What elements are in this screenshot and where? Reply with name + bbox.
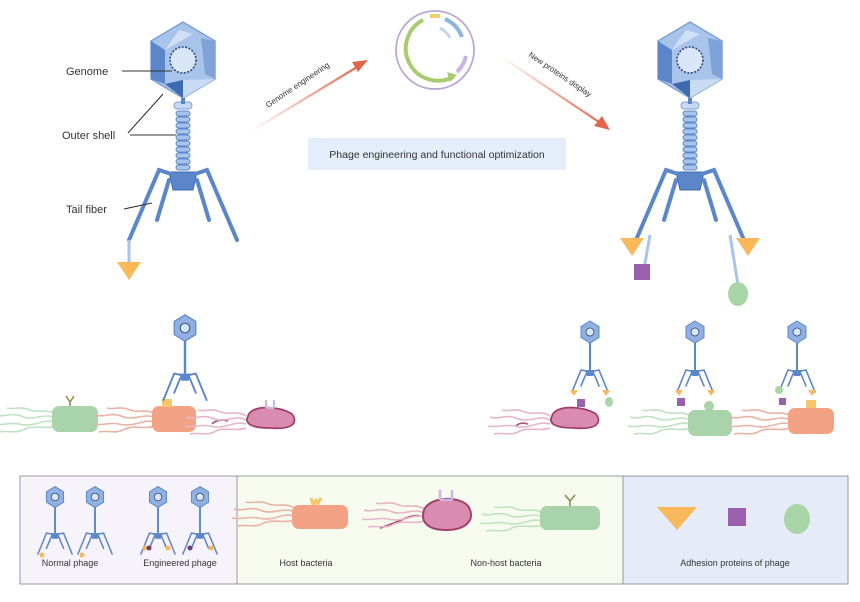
title-box — [308, 138, 566, 170]
normal-phage-large — [117, 21, 239, 280]
title-text: Phage engineering and functional optimiz… — [329, 149, 545, 161]
engineered-phage-on-green-bacterium — [627, 320, 732, 436]
legend-non-host-bacterium-pink — [361, 490, 473, 532]
legend-host-bacteria-label: Host bacteria — [279, 558, 332, 568]
legend-proteins-panel — [622, 475, 849, 585]
label-tail-fiber: Tail fiber — [66, 204, 107, 216]
triangle-adhesion-protein — [117, 262, 141, 280]
legend-engineered-phage-label: Engineered phage — [143, 558, 217, 568]
triangle-adhesion-protein — [736, 238, 760, 256]
square-adhesion-protein — [634, 264, 650, 280]
arrow-new-proteins-display — [499, 55, 610, 130]
host-bacterium-with-phage — [92, 313, 208, 433]
phage-callouts — [122, 70, 176, 210]
engineered-phage-large — [620, 21, 760, 306]
arrow-genome-engineering — [249, 60, 368, 133]
legend-square-protein — [728, 508, 746, 526]
plasmid-genome-icon — [395, 10, 475, 90]
label-new-proteins-display: New proteins display — [527, 50, 593, 99]
legend-oval-protein — [784, 504, 810, 534]
label-genome: Genome — [66, 66, 108, 78]
non-host-bacterium-green — [0, 395, 98, 433]
engineered-phage-on-pink-bacterium — [487, 320, 613, 435]
label-outer-shell: Outer shell — [62, 130, 115, 142]
legend-proteins-label: Adhesion proteins of phage — [680, 558, 790, 568]
legend-host-bacterium — [231, 497, 348, 529]
legend-non-host-bacteria-label: Non-host bacteria — [470, 558, 541, 568]
legend-non-host-bacterium-green — [479, 494, 600, 532]
legend: Normal phage Engineered phage Host bacte… — [19, 475, 849, 585]
legend-normal-phage-label: Normal phage — [42, 558, 99, 568]
triangle-adhesion-protein — [620, 238, 644, 256]
non-host-bacterium-pink — [183, 400, 296, 435]
engineered-phage-on-orange-bacterium — [727, 320, 834, 435]
legend-triangle-protein — [657, 507, 697, 530]
oval-adhesion-protein — [728, 282, 748, 306]
